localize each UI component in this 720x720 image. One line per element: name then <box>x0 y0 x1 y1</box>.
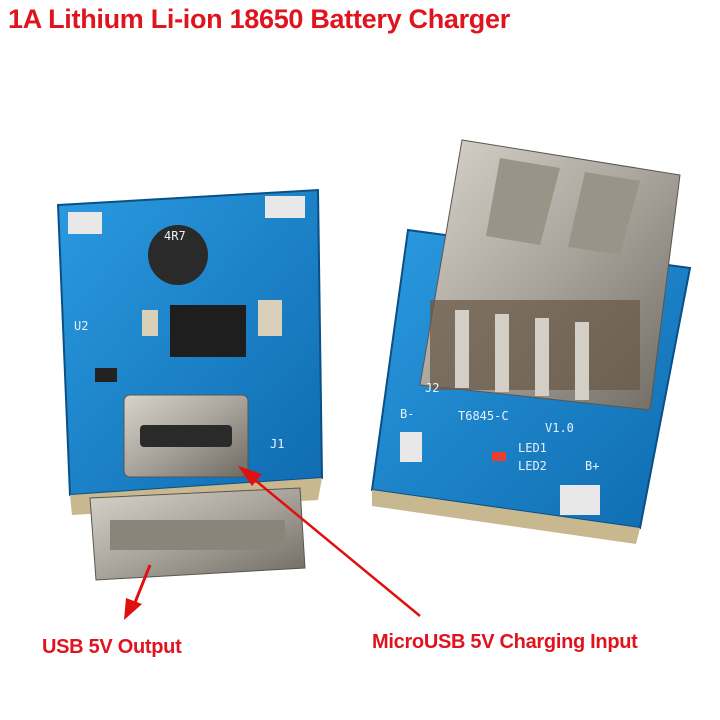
b-plus-marking: B+ <box>585 459 599 473</box>
pad <box>68 212 102 234</box>
product-title: 1A Lithium Li-ion 18650 Battery Charger <box>8 4 510 34</box>
j2-marking: J2 <box>425 381 439 395</box>
arrow-usb-output <box>124 564 152 620</box>
pad <box>265 196 305 218</box>
usb-output-label: USB 5V Output <box>42 636 182 658</box>
version-marking: V1.0 <box>545 421 574 435</box>
arrow-microusb-input <box>238 466 421 617</box>
right-board: T6845-C V1.0 LED1 LED2 B- B+ J2 <box>370 139 692 544</box>
ic-chip <box>170 305 246 357</box>
led2-marking: LED2 <box>518 459 547 473</box>
microusb-input-label: MicroUSB 5V Charging Input <box>372 631 638 653</box>
chip-marking: T6845-C <box>458 409 509 423</box>
u2-marking: U2 <box>74 319 88 333</box>
inductor-marking: 4R7 <box>164 229 186 243</box>
led <box>492 452 506 461</box>
b-minus-marking: B- <box>400 407 414 421</box>
left-board: 4R7 U2 J1 <box>56 188 324 581</box>
inductor <box>148 225 208 285</box>
led1-marking: LED1 <box>518 441 547 455</box>
j1-marking: J1 <box>270 437 284 451</box>
